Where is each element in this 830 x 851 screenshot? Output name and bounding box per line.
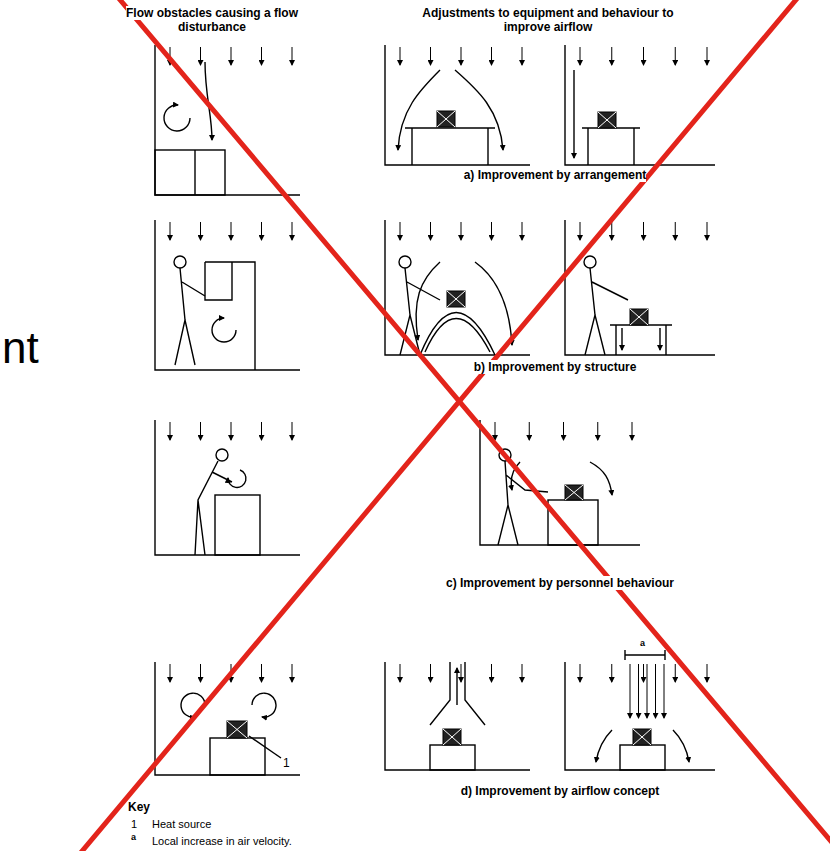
airflow-arrow <box>170 664 171 682</box>
airflow-arrow <box>491 222 492 240</box>
airflow-arrow <box>170 422 171 440</box>
airflow-arrow <box>630 664 631 718</box>
airflow-arrow <box>261 422 262 440</box>
airflow-arrow <box>647 664 648 718</box>
key-heading-box: Key <box>128 800 150 814</box>
airflow-arrow <box>580 47 581 65</box>
airflow-arrow <box>611 47 612 65</box>
key-number: a <box>131 832 136 842</box>
key-heading: Key <box>128 800 150 814</box>
airflow-arrow <box>643 47 644 65</box>
airflow-arrow <box>430 222 431 240</box>
key-number-box: 1 <box>131 818 137 831</box>
airflow-arrow <box>261 222 262 240</box>
airflow-arrow <box>231 47 232 65</box>
airflow-arrow <box>491 664 492 682</box>
panel-caption-box: c) Improvement by personnel behaviour <box>400 576 720 590</box>
dimension-label: a <box>640 638 645 648</box>
panel-caption-box: b) Improvement by structure <box>405 360 705 374</box>
airflow-arrow <box>611 222 612 240</box>
airflow-arrow <box>170 222 171 240</box>
key-text: Heat source <box>152 818 211 830</box>
airflow-arrow <box>231 222 232 240</box>
airflow-arrow <box>261 47 262 65</box>
airflow-arrow <box>563 422 564 440</box>
airflow-arrow <box>495 422 496 440</box>
airflow-arrow <box>638 664 639 718</box>
airflow-arrow <box>675 47 676 65</box>
airflow-arrow <box>707 664 708 682</box>
airflow-arrow <box>400 664 401 682</box>
key-text: Local increase in air velocity. <box>152 835 292 847</box>
airflow-arrow <box>231 422 232 440</box>
airflow-arrow <box>200 47 201 65</box>
airflow-arrow <box>292 422 293 440</box>
airflow-arrow <box>292 47 293 65</box>
slide-text-box: nt <box>2 322 39 375</box>
airflow-arrow <box>529 422 530 440</box>
airflow-arrow <box>400 47 401 65</box>
column-heading-box: Flow obstacles causing a flow disturbanc… <box>117 6 307 35</box>
airflow-arrow <box>707 222 708 240</box>
airflow-arrow <box>675 222 676 240</box>
airflow-arrow <box>643 222 644 240</box>
key-number: 1 <box>131 818 137 830</box>
callout-number: 1 <box>283 756 290 770</box>
airflow-arrow <box>461 222 462 240</box>
airflow-arrow <box>200 664 201 682</box>
airflow-arrow <box>707 47 708 65</box>
airflow-arrow <box>522 222 523 240</box>
column-heading: Flow obstacles causing a flow disturbanc… <box>126 6 298 34</box>
panel-caption: d) Improvement by airflow concept <box>461 784 660 798</box>
dimension-label-box: a <box>640 638 645 649</box>
airflow-arrow <box>292 222 293 240</box>
airflow-arrows <box>170 47 707 718</box>
airflow-arrow <box>491 47 492 65</box>
key-number-box: a <box>131 832 136 843</box>
airflow-arrow <box>200 222 201 240</box>
slide-text: nt <box>2 323 39 372</box>
key-text-box: Heat source <box>152 818 211 831</box>
airflow-arrow <box>580 664 581 682</box>
panel-caption-box: a) Improvement by arrangement <box>405 168 705 182</box>
airflow-arrow <box>461 664 462 682</box>
airflow-arrow <box>664 664 665 718</box>
airflow-arrow <box>261 664 262 682</box>
airflow-arrow <box>675 664 676 682</box>
panel-caption: a) Improvement by arrangement <box>464 168 647 182</box>
column-heading-box: Adjustments to equipment and behaviour t… <box>398 6 698 35</box>
airflow-arrow <box>430 664 431 682</box>
airflow-arrow <box>655 664 656 718</box>
column-heading: Adjustments to equipment and behaviour t… <box>422 6 673 34</box>
airflow-arrow <box>643 664 644 682</box>
airflow-arrow <box>461 47 462 65</box>
callout-number-box: 1 <box>283 756 290 770</box>
airflow-arrow <box>292 664 293 682</box>
red-cross <box>78 0 830 851</box>
airflow-arrow <box>522 47 523 65</box>
panel-caption-box: d) Improvement by airflow concept <box>400 784 720 798</box>
airflow-arrow <box>200 422 201 440</box>
airflow-arrow <box>597 422 598 440</box>
panel-caption: c) Improvement by personnel behaviour <box>446 576 674 590</box>
airflow-arrow <box>522 664 523 682</box>
airflow-arrow <box>611 664 612 682</box>
airflow-arrow <box>400 222 401 240</box>
key-text-box: Local increase in air velocity. <box>152 835 292 848</box>
airflow-arrow <box>430 47 431 65</box>
airflow-arrow <box>580 222 581 240</box>
panel-caption: b) Improvement by structure <box>474 360 637 374</box>
airflow-arrow <box>632 422 633 440</box>
